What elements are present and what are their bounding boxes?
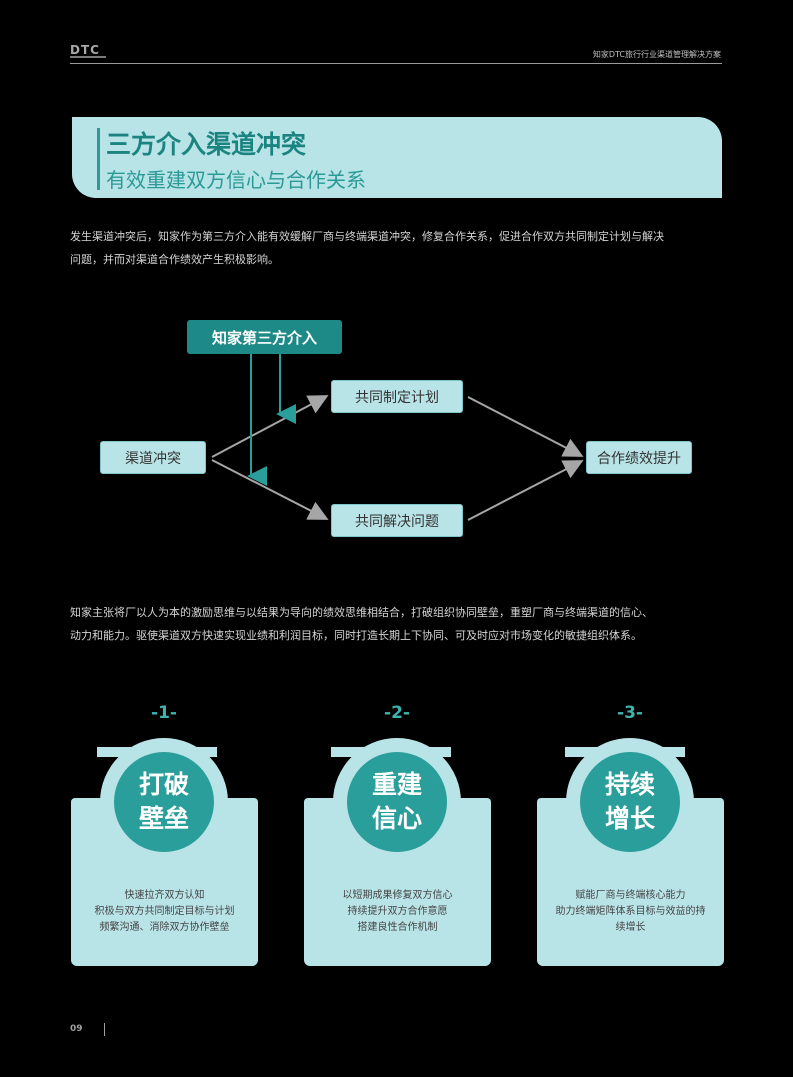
- section-banner: [72, 117, 722, 198]
- header-divider: [70, 63, 722, 64]
- card-2-badge: 重建 信心: [333, 738, 461, 866]
- card-1-title-line-2: 壁垒: [138, 804, 189, 833]
- body-line-1: 知家主张将厂以人为本的激励思维与以结果为导向的绩效思维相结合，打破组织协同壁垒，…: [70, 606, 653, 619]
- card-3-badge: 持续 增长: [566, 738, 694, 866]
- card-1-number: -1-: [151, 703, 177, 723]
- card-1-line-3: 频繁沟通、消除双方协作壁垒: [99, 922, 230, 933]
- solve-node: 共同解决问题: [331, 504, 463, 537]
- banner-subtitle: 有效重建双方信心与合作关系: [106, 168, 366, 192]
- card-2-line-1: 以短期成果修复双方信心: [342, 890, 453, 901]
- card-3-text: 赋能厂商与终端核心能力 助力终端矩阵体系目标与效益的持 续增长: [537, 888, 724, 936]
- arrow-plan-to-result: [467, 396, 584, 457]
- arrow-conflict-to-solve: [211, 459, 329, 520]
- intro-line-2: 问题，并而对渠道合作绩效产生积极影响。: [70, 253, 279, 266]
- card-3-title-line-2: 增长: [604, 804, 655, 833]
- card-1-title-line-1: 打破: [138, 770, 189, 799]
- card-2-line-2: 持续提升双方合作意愿: [347, 906, 448, 917]
- card-3-badge-inner: 持续 增长: [580, 752, 680, 852]
- card-1-line-1: 快速拉齐双方认知: [124, 890, 205, 901]
- banner-accent-bar: [97, 128, 100, 190]
- card-1-line-2: 积极与双方共同制定目标与计划: [94, 906, 235, 917]
- card-1-badge: 打破 壁垒: [100, 738, 228, 866]
- intervention-node: 知家第三方介入: [187, 320, 342, 354]
- card-2-title-line-2: 信心: [371, 804, 422, 833]
- page-number: 09: [70, 1024, 83, 1034]
- arrow-conflict-to-plan: [211, 395, 329, 458]
- card-2-text: 以短期成果修复双方信心 持续提升双方合作意愿 搭建良性合作机制: [304, 888, 491, 936]
- svg-text:DTC: DTC: [70, 43, 100, 57]
- body-line-2: 动力和能力。驱使渠道双方快速实现业绩和利润目标，同时打造长期上下协同、可及时应对…: [70, 629, 642, 642]
- flow-connectors: [211, 354, 584, 521]
- flow-diagram: 知家第三方介入 渠道冲突 共同制定计划 共同解决问题 合作绩效提升: [0, 300, 793, 560]
- intro-paragraph: 发生渠道冲突后，知家作为第三方介入能有效缓解厂商与终端渠道冲突，修复合作关系，促…: [70, 225, 722, 271]
- intro-line-1: 发生渠道冲突后，知家作为第三方介入能有效缓解厂商与终端渠道冲突，修复合作关系，促…: [70, 230, 664, 243]
- body-paragraph: 知家主张将厂以人为本的激励思维与以结果为导向的绩效思维相结合，打破组织协同壁垒，…: [70, 601, 722, 647]
- card-2-badge-inner: 重建 信心: [347, 752, 447, 852]
- brand-logo: DTC: [70, 43, 110, 59]
- card-2-line-3: 搭建良性合作机制: [357, 922, 438, 933]
- card-2-number: -2-: [384, 703, 410, 723]
- arrow-solve-to-result: [467, 460, 584, 521]
- footer-divider: [104, 1023, 105, 1036]
- card-3-line-3: 续增长: [615, 922, 646, 933]
- card-1-text: 快速拉齐双方认知 积极与双方共同制定目标与计划 频繁沟通、消除双方协作壁垒: [71, 888, 258, 936]
- card-3-line-2: 助力终端矩阵体系目标与效益的持: [555, 906, 706, 917]
- card-3-number: -3-: [617, 703, 643, 723]
- card-3-title-line-1: 持续: [604, 770, 655, 799]
- conflict-node: 渠道冲突: [100, 441, 206, 474]
- card-2-title-line-1: 重建: [371, 770, 422, 799]
- banner-title: 三方介入渠道冲突: [106, 130, 307, 159]
- card-3-line-1: 赋能厂商与终端核心能力: [575, 890, 686, 901]
- card-1-badge-inner: 打破 壁垒: [114, 752, 214, 852]
- plan-node: 共同制定计划: [331, 380, 463, 413]
- report-title: 知家DTC旅行行业渠道管理解决方案: [592, 50, 721, 59]
- result-node: 合作绩效提升: [586, 441, 692, 474]
- dtc-logo-icon: DTC: [70, 43, 106, 58]
